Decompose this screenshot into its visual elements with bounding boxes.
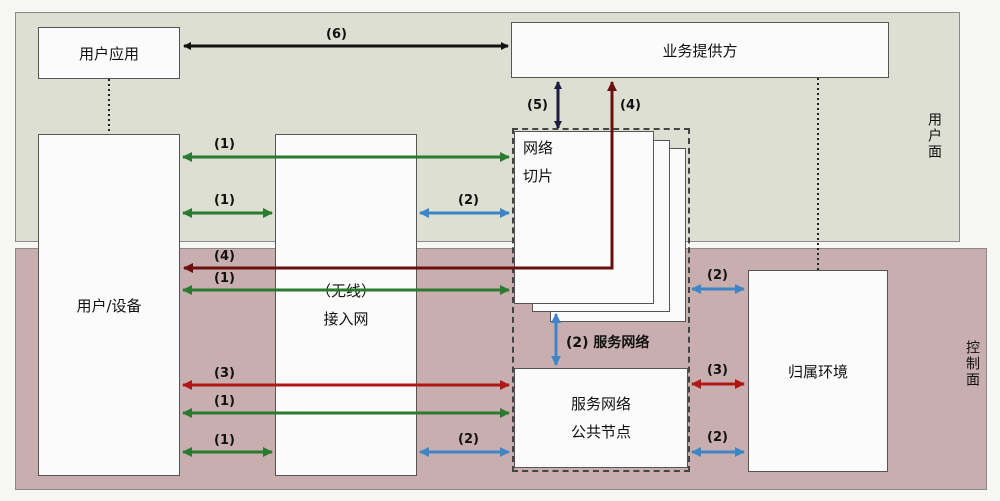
home-env-label: 归属环境 xyxy=(787,362,848,381)
user-plane-label: 用户面 xyxy=(926,112,942,160)
common-node-box: 服务网络 公共节点 xyxy=(514,368,688,468)
label-6: (6) xyxy=(326,27,347,42)
access-network-label-line2: 接入网 xyxy=(323,310,369,328)
user-app-box: 用户应用 xyxy=(38,27,180,79)
label-5: (5) xyxy=(527,98,548,113)
control-plane-label: 控制面 xyxy=(964,340,980,388)
label-1-c: (1) xyxy=(214,271,235,286)
label-4-bottom: (4) xyxy=(214,249,235,264)
service-provider-box: 业务提供方 xyxy=(511,22,889,78)
common-node-label-line2: 公共节点 xyxy=(570,423,631,441)
label-2-slice-home: (2) xyxy=(707,268,728,283)
label-4-top: (4) xyxy=(620,98,641,113)
common-node-label-line1: 服务网络 xyxy=(570,395,631,413)
label-1-d: (1) xyxy=(214,394,235,409)
label-2-node-home: (2) xyxy=(707,430,728,445)
arrow-4-device-provider xyxy=(183,81,617,273)
label-2-access-slice: (2) xyxy=(458,193,479,208)
label-1-e: (1) xyxy=(214,433,235,448)
user-device-box: 用户/设备 xyxy=(38,134,180,476)
user-device-label: 用户/设备 xyxy=(76,296,142,315)
user-app-label: 用户应用 xyxy=(78,44,139,63)
service-network-label: (2) 服务网络 xyxy=(566,335,650,351)
service-provider-label: 业务提供方 xyxy=(662,41,738,60)
label-2-access-node: (2) xyxy=(458,432,479,447)
label-3-home: (3) xyxy=(707,363,728,378)
label-1-a: (1) xyxy=(214,137,235,152)
home-environment-box: 归属环境 xyxy=(748,270,888,472)
label-3-device: (3) xyxy=(214,366,235,381)
label-1-b: (1) xyxy=(214,193,235,208)
